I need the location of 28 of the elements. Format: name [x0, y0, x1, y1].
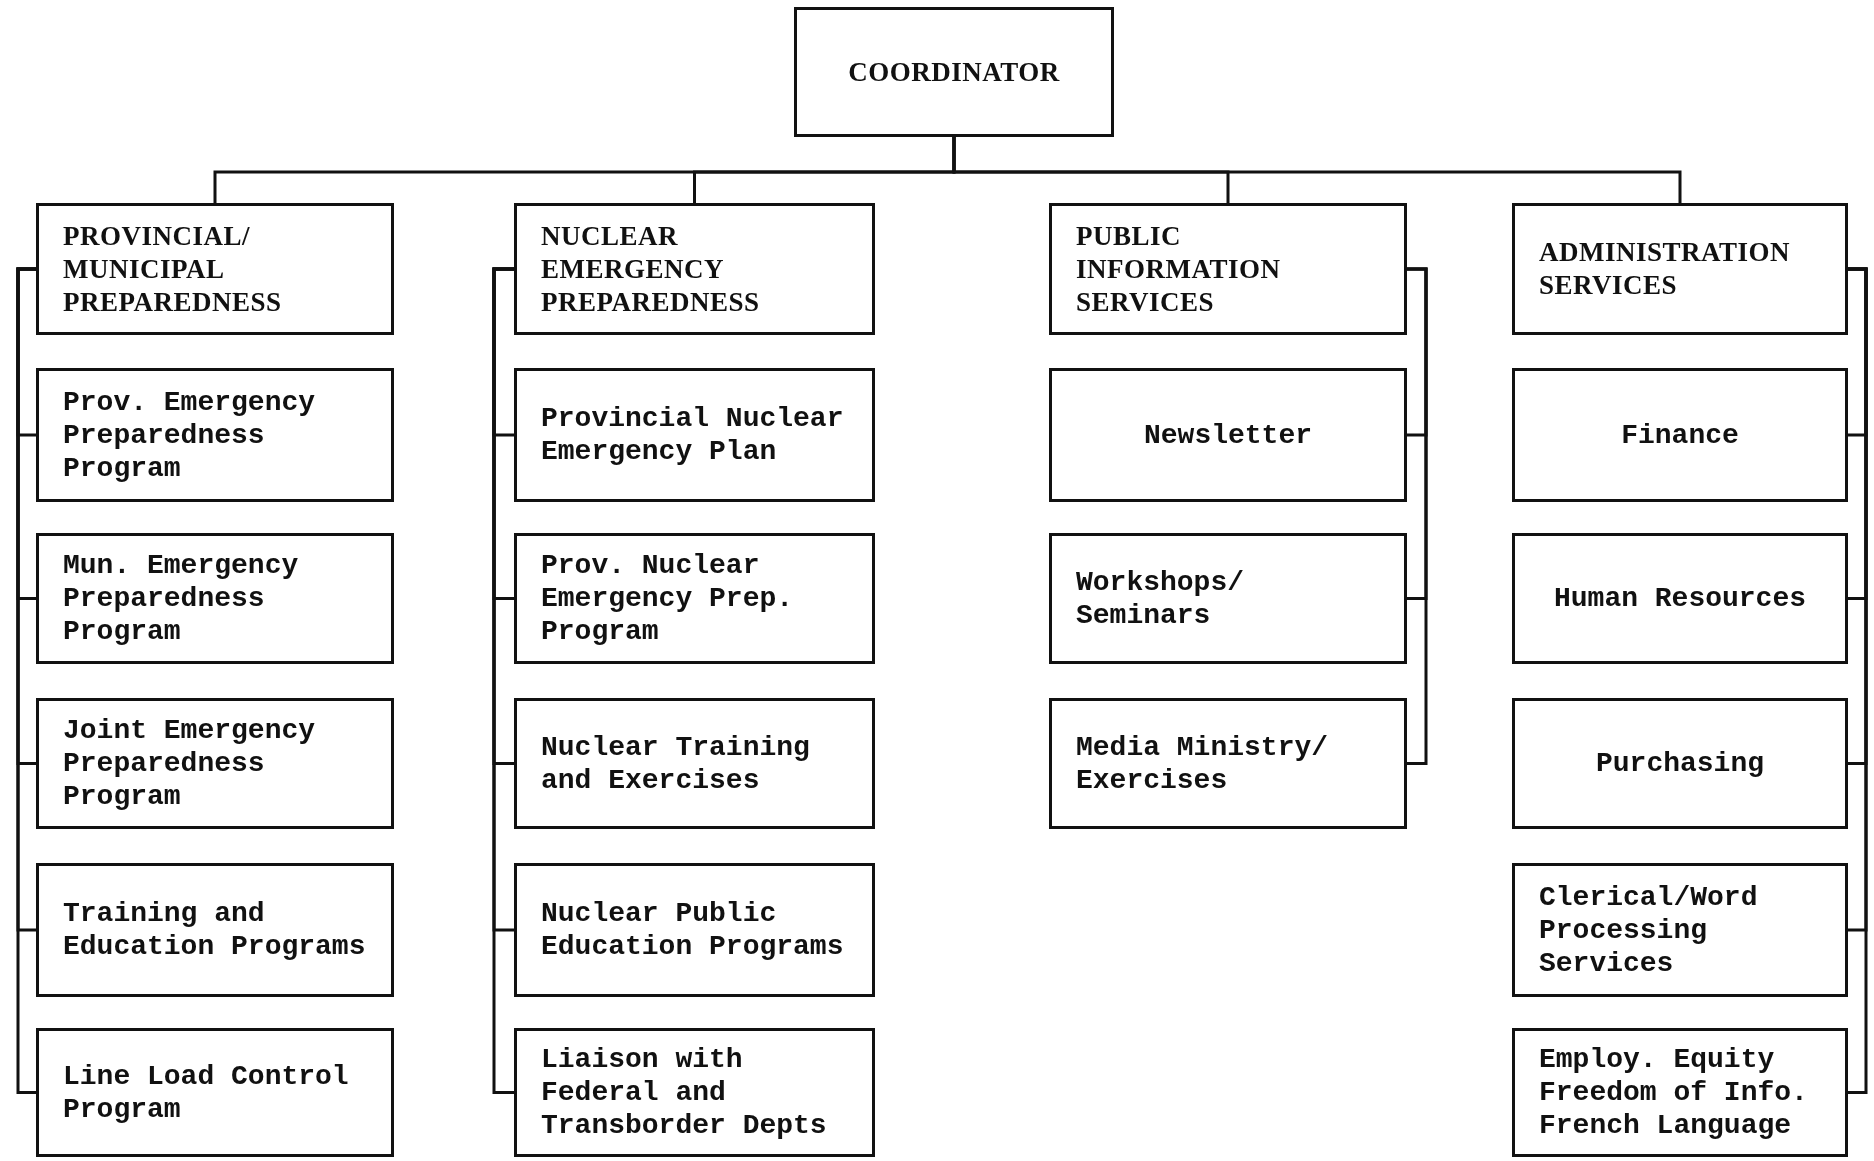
connector-line: [952, 137, 1682, 203]
coordinator-box: COORDINATOR: [794, 7, 1114, 137]
division-box: PUBLIC INFORMATION SERVICES: [1049, 203, 1407, 335]
unit-box: Media Ministry/ Exercises: [1049, 698, 1407, 829]
connector-line: [1407, 267, 1428, 765]
unit-box: Nuclear Training and Exercises: [514, 698, 875, 829]
unit-box: Prov. Emergency Preparedness Program: [36, 368, 394, 502]
division-box: ADMINISTRATION SERVICES: [1512, 203, 1848, 335]
unit-box: Human Resources: [1512, 533, 1848, 664]
unit-box: Prov. Nuclear Emergency Prep. Program: [514, 533, 875, 664]
unit-box: Joint Emergency Preparedness Program: [36, 698, 394, 829]
unit-box: Liaison with Federal and Transborder Depts: [514, 1028, 875, 1157]
unit-box: Purchasing: [1512, 698, 1848, 829]
connector-line: [1848, 267, 1868, 1094]
connector-line: [16, 267, 36, 1094]
unit-box: Finance: [1512, 368, 1848, 502]
unit-box: Clerical/Word Processing Services: [1512, 863, 1848, 997]
unit-box: Mun. Emergency Preparedness Program: [36, 533, 394, 664]
unit-box: Workshops/ Seminars: [1049, 533, 1407, 664]
division-box: PROVINCIAL/ MUNICIPAL PREPAREDNESS: [36, 203, 394, 335]
unit-box: Nuclear Public Education Programs: [514, 863, 875, 997]
unit-box: Newsletter: [1049, 368, 1407, 502]
unit-box: Employ. Equity Freedom of Info. French Language: [1512, 1028, 1848, 1157]
unit-box: Training and Education Programs: [36, 863, 394, 997]
unit-box: Line Load Control Program: [36, 1028, 394, 1157]
division-box: NUCLEAR EMERGENCY PREPAREDNESS: [514, 203, 875, 335]
connector-line: [492, 267, 514, 1094]
unit-box: Provincial Nuclear Emergency Plan: [514, 368, 875, 502]
